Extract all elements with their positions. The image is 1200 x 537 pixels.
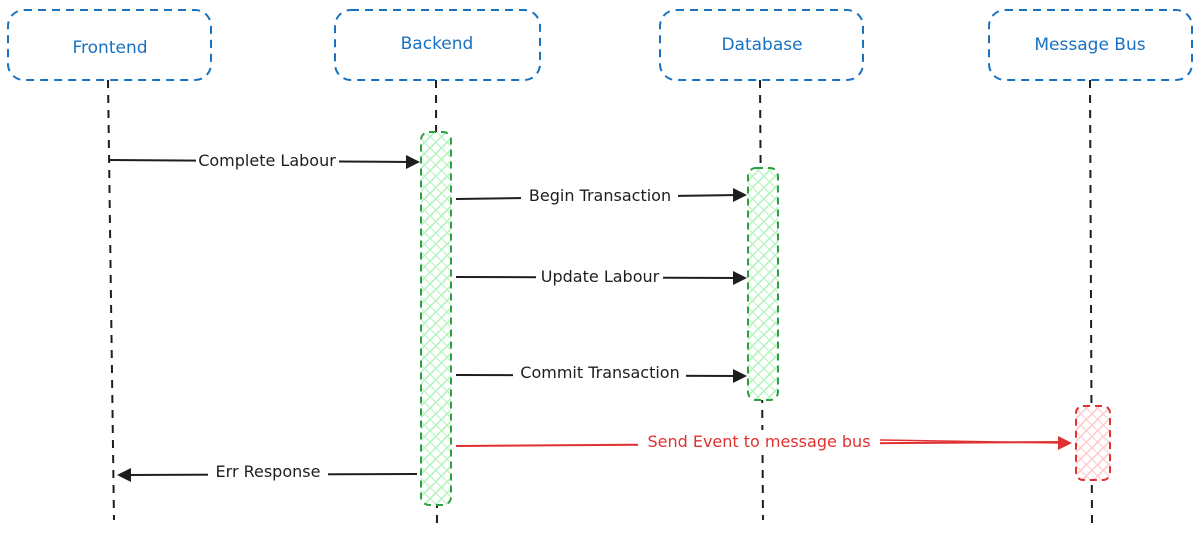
participant-label: Message Bus xyxy=(1034,35,1145,55)
label-background xyxy=(521,184,678,208)
arrowhead xyxy=(1058,436,1072,450)
participant-label: Database xyxy=(721,35,802,55)
message-begin-transaction[interactable]: Begin Transaction xyxy=(455,184,747,208)
participant-label: Frontend xyxy=(72,38,147,58)
label-background xyxy=(536,265,663,289)
activation-backend xyxy=(420,131,452,506)
message-send-event[interactable]: Send Event to message bus xyxy=(455,430,1072,454)
message-update-labour[interactable]: Update Labour xyxy=(455,265,747,289)
message-label: Err Response xyxy=(216,462,321,481)
message-commit-transaction[interactable]: Commit Transaction xyxy=(455,361,747,385)
lifeline-frontend xyxy=(107,79,115,521)
activation-message-bus xyxy=(1075,405,1111,481)
participant-box xyxy=(659,9,864,81)
activation-database xyxy=(747,167,779,401)
arrowhead xyxy=(117,468,131,482)
message-label: Commit Transaction xyxy=(520,363,679,382)
arrowhead xyxy=(733,188,747,202)
label-background xyxy=(208,460,328,484)
participant-frontend[interactable]: Frontend xyxy=(7,9,212,81)
label-background xyxy=(638,430,880,454)
activations xyxy=(420,131,1111,506)
arrowhead xyxy=(406,155,420,169)
participant-backend[interactable]: Backend xyxy=(334,9,541,81)
message-label: Update Labour xyxy=(541,267,660,286)
message-arrow-stroke xyxy=(879,439,1063,444)
participant-box xyxy=(988,9,1193,81)
message-label: Complete Labour xyxy=(198,151,336,170)
participant-message-bus[interactable]: Message Bus xyxy=(988,9,1193,81)
arrowhead xyxy=(733,271,747,285)
arrowhead xyxy=(733,369,747,383)
participant-database[interactable]: Database xyxy=(659,9,864,81)
participant-label: Backend xyxy=(401,34,474,54)
message-label: Send Event to message bus xyxy=(647,432,870,451)
message-err-response[interactable]: Err Response xyxy=(117,460,418,484)
participant-box xyxy=(334,9,541,81)
label-background xyxy=(196,148,339,172)
label-background xyxy=(513,361,686,385)
message-label: Begin Transaction xyxy=(529,186,671,205)
message-complete-labour[interactable]: Complete Labour xyxy=(109,148,420,172)
participant-box xyxy=(7,9,212,81)
